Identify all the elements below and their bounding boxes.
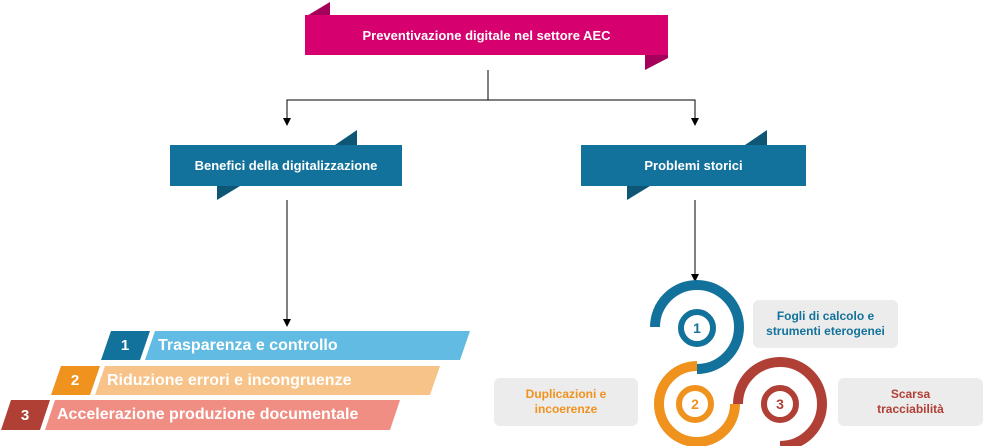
problemi-banner — [581, 145, 806, 186]
benefit-1-number: 1 — [120, 337, 130, 354]
benefici-fold-top — [335, 130, 357, 145]
benefit-2-num-bg — [51, 366, 100, 395]
benefit-1-label: Trasparenza e controllo — [158, 336, 338, 354]
problem-3-arc — [733, 357, 827, 446]
problem-2-ring — [676, 385, 714, 423]
title-fold-right — [645, 52, 668, 70]
benefit-1-bg — [145, 331, 470, 360]
connectors — [283, 70, 699, 327]
problem-3-number: 3 — [776, 396, 784, 412]
page-title: Preventivazione digitale nel settore AEC — [362, 27, 611, 43]
problem-2-number: 2 — [691, 396, 699, 412]
benefici-fold-bottom — [217, 186, 240, 200]
benefit-1-num-bg — [101, 331, 150, 360]
problem-2-arc — [654, 361, 740, 446]
benefit-2-label: Riduzione errori e incongruenze — [107, 371, 352, 389]
branch-problemi-label: Problemi storici — [644, 158, 743, 173]
branch-benefici-label: Benefici della digitalizzazione — [194, 158, 378, 173]
problem-3-ring — [761, 385, 799, 423]
problem-2-label: Duplicazioni e incoerenze — [494, 378, 638, 426]
benefici-banner — [170, 145, 402, 186]
benefit-3-bg — [45, 400, 400, 430]
problemi-fold-top — [745, 130, 767, 145]
title-banner — [305, 15, 668, 55]
problem-1-number: 1 — [693, 320, 701, 336]
problemi-fold-bottom — [627, 186, 650, 200]
benefit-2-number: 2 — [70, 372, 80, 389]
problem-1-ring — [678, 309, 716, 347]
benefit-3-number: 3 — [20, 406, 30, 424]
problem-1-label: Fogli di calcolo e strumenti eterogenei — [753, 300, 898, 348]
problem-1-arc — [650, 280, 744, 374]
benefit-3-num-bg — [1, 400, 50, 430]
problem-3-label: Scarsa tracciabilità — [838, 378, 983, 426]
benefit-3-label: Accelerazione produzione documentale — [57, 406, 359, 423]
benefit-2-bg — [95, 366, 440, 395]
